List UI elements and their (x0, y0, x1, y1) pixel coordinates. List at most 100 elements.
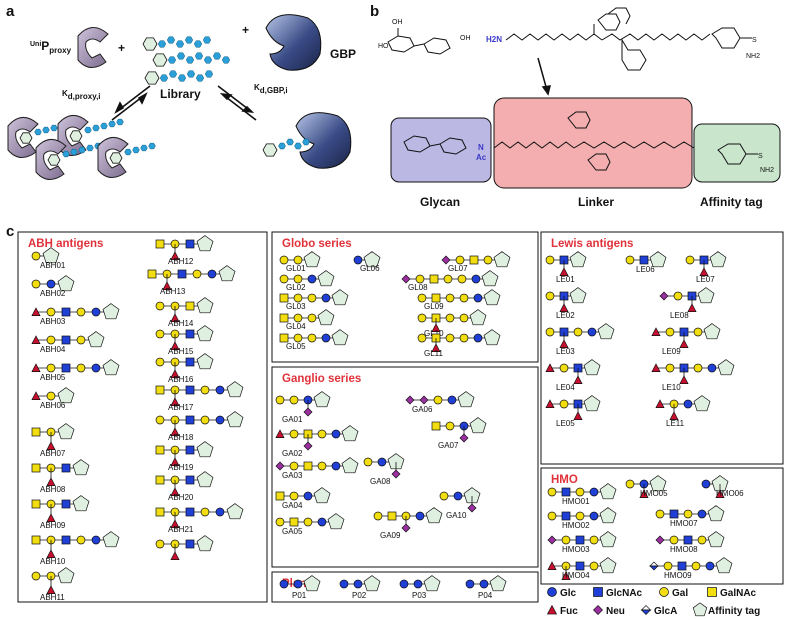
glycan-code-label: HMO01 (562, 497, 590, 506)
glycan-code-label: HMO06 (716, 489, 744, 498)
neu-symbol (467, 503, 477, 513)
gal-symbol (545, 327, 555, 337)
gal-symbol (200, 385, 210, 395)
glc-symbol (589, 511, 599, 521)
panel-a-letter: a (6, 3, 15, 20)
gal-symbol (155, 357, 165, 367)
gal-symbol (275, 517, 285, 527)
glc-symbol (331, 429, 341, 439)
fuc-symbol (651, 327, 661, 336)
bound-tag (69, 130, 83, 142)
bound-tag (19, 132, 33, 144)
affinity-tag-symbol (196, 325, 214, 342)
bound-tag (109, 152, 123, 164)
gal-symbol (483, 255, 493, 265)
gal-symbol (307, 313, 317, 323)
fuc-symbol (170, 313, 180, 322)
glc-symbol (353, 255, 363, 265)
gbp-protein (265, 14, 322, 71)
glycan-code-label: ABH07 (40, 449, 66, 458)
galnac-symbol (289, 517, 299, 527)
glycan-code-label: HMO03 (562, 545, 590, 554)
galnac-symbol (469, 255, 479, 265)
legend-label-glc: Glc (560, 588, 577, 599)
library-label: Library (160, 87, 201, 101)
affinity-tag-symbol (102, 531, 120, 548)
glycan-box (390, 117, 492, 183)
glc-symbol (91, 535, 101, 545)
gal-symbol (655, 509, 665, 519)
affinity-tag-symbol (599, 531, 617, 548)
affinity-tag-symbol (457, 391, 475, 408)
gal-symbol (547, 487, 557, 497)
glycan-code-label: ABH06 (40, 401, 66, 410)
gal-symbol (31, 571, 41, 581)
gal-symbol (575, 511, 585, 521)
affinity-tag-symbol (57, 275, 75, 292)
gal-symbol (76, 335, 86, 345)
gal-symbol (459, 333, 469, 343)
equilibrium-left (111, 85, 151, 121)
glycan-code-label: P01 (292, 591, 307, 600)
gbp-bound-sugar (286, 138, 294, 146)
amine-label: H2N (486, 35, 502, 44)
bound-sugar (116, 118, 124, 126)
bound-sugar (100, 122, 108, 130)
gal-symbol (293, 333, 303, 343)
gal-symbol (697, 535, 707, 545)
affinity-tag-symbol (196, 441, 214, 458)
library-tag (152, 53, 168, 67)
neu-symbol (405, 395, 415, 405)
glycan-code-label: GA07 (438, 441, 459, 450)
affinity-tag-symbol (303, 575, 321, 592)
affinity-tag-symbol (599, 507, 617, 524)
gbp-complex (295, 112, 352, 169)
glycan-code-label: GL06 (360, 264, 380, 273)
group-ganglio-series: Ganglio series (271, 366, 539, 568)
linker-box (493, 97, 693, 189)
glycan-code-label: ABH17 (168, 403, 194, 412)
gal-symbol (289, 395, 299, 405)
proxy-bound (97, 137, 129, 178)
glcnac-symbol (185, 239, 195, 249)
gal-symbol (200, 415, 210, 425)
glycan-code-label: LE04 (556, 383, 575, 392)
affinity-tag-symbol (599, 557, 617, 574)
glc-symbol (293, 579, 303, 589)
fuc-symbol (679, 339, 689, 348)
glc-symbol (377, 457, 387, 467)
reaction-arrow (537, 57, 551, 96)
proxy-label: UniPproxy (30, 39, 72, 55)
affinity-tag-symbol (469, 417, 487, 434)
gal-symbol (443, 274, 453, 284)
gal-symbol (46, 335, 56, 345)
bound-sugar (148, 142, 156, 150)
glycan-code-label: LE08 (670, 311, 689, 320)
fuc-symbol (31, 391, 41, 400)
lewis-glycans: LE01LE02LE03LE04LE05LE06LE07LE08LE09LE10… (545, 251, 735, 428)
affinity-tag-symbol (331, 289, 349, 306)
affinity-tag-symbol (649, 251, 667, 268)
affinity-tag-symbol (363, 575, 381, 592)
glycan-code-label: LE01 (556, 275, 575, 284)
library-sugar (159, 74, 169, 82)
group-hmo: HMO (540, 467, 784, 585)
glycan-code-label: LE11 (666, 419, 685, 428)
fuc-symbol (559, 303, 569, 312)
gal-symbol (76, 307, 86, 317)
gal-symbol (76, 363, 86, 373)
galnac-symbol (155, 475, 165, 485)
glcnac-symbol (561, 487, 571, 497)
glcnac-symbol (677, 561, 687, 571)
galnac-symbol (387, 511, 397, 521)
affinity-tag-symbol (196, 353, 214, 370)
affinity-tag-symbol (707, 531, 725, 548)
group-frame (17, 231, 268, 603)
gal-symbol (293, 293, 303, 303)
library-sugar (168, 70, 178, 78)
bound-sugar (86, 144, 94, 152)
library-sugar (177, 74, 187, 82)
fuc-symbol (715, 489, 725, 498)
group-abh-antigens: ABH antigens (17, 231, 268, 603)
